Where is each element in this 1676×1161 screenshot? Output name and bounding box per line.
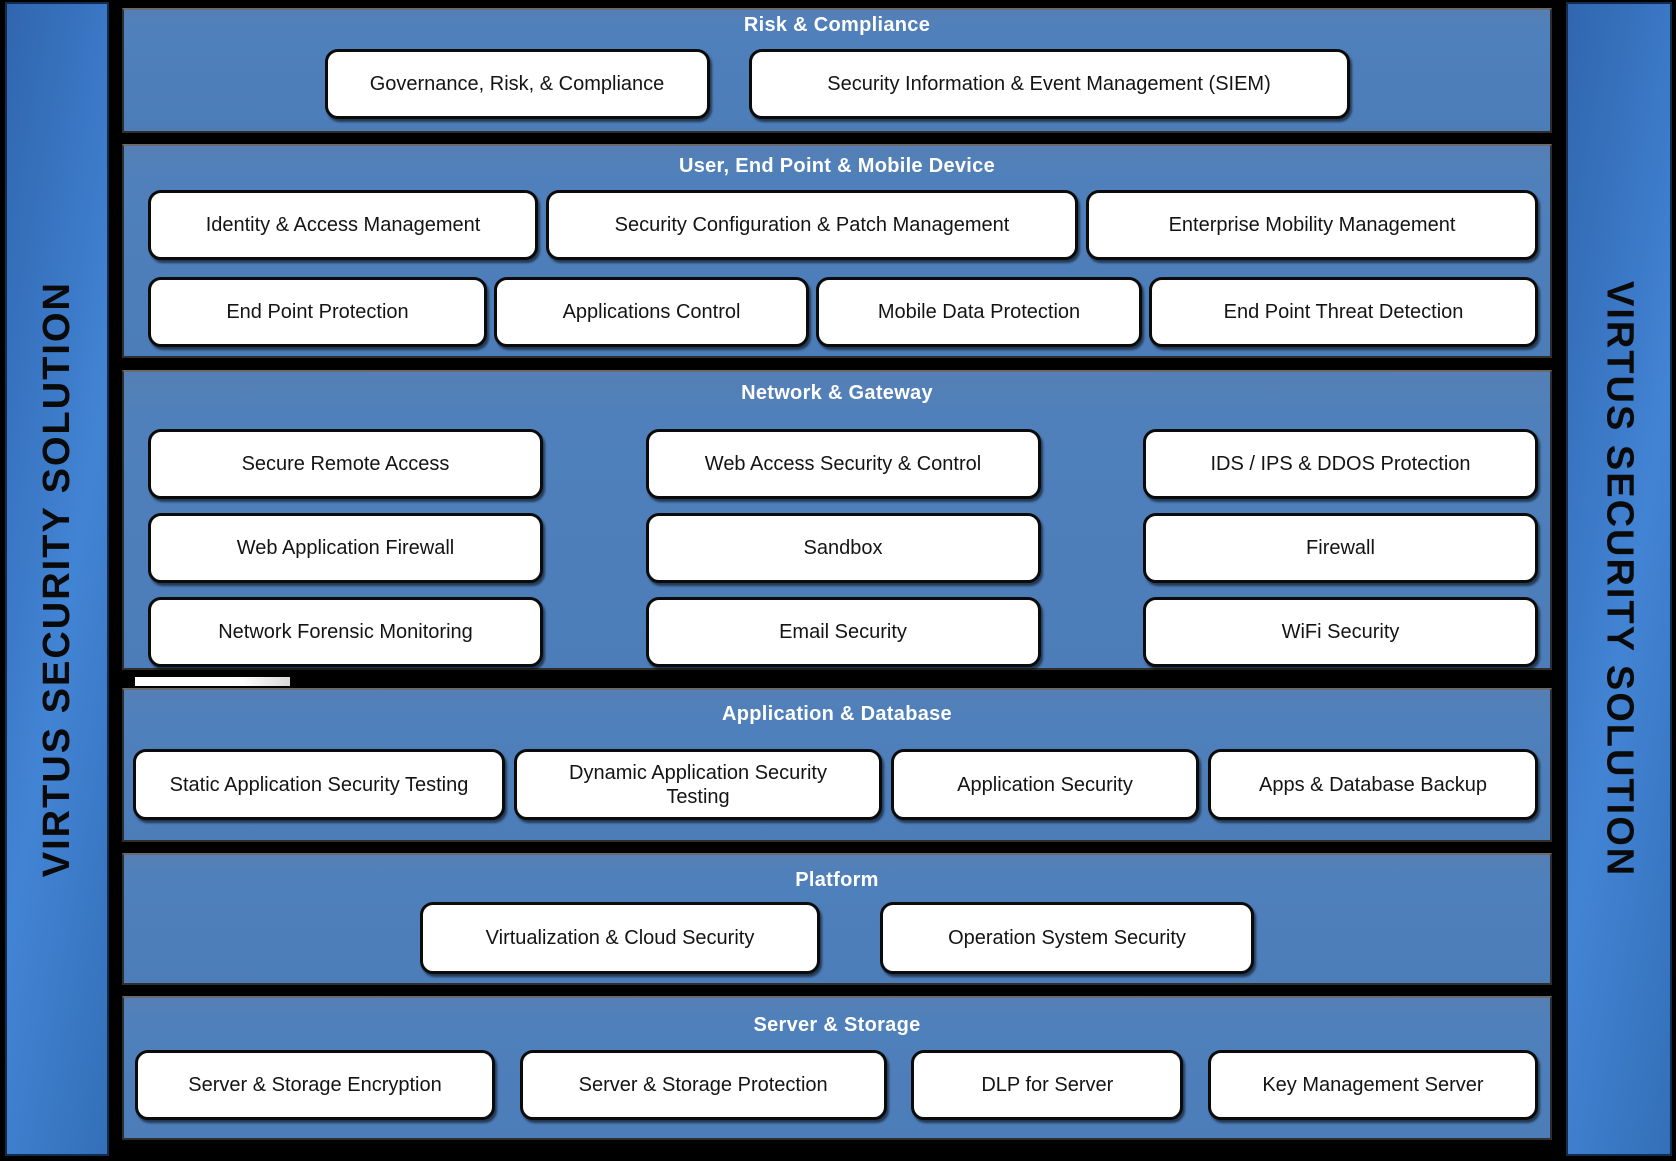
box-firewall: Firewall <box>1143 513 1538 583</box>
box-key-management-server: Key Management Server <box>1207 1050 1538 1120</box>
box-web-access-security-control: Web Access Security & Control <box>645 429 1041 499</box>
band-row: Network Forensic Monitoring Email Securi… <box>148 597 1538 667</box>
band-title: User, End Point & Mobile Device <box>678 155 996 177</box>
box-siem: Security Information & Event Management … <box>748 49 1350 119</box>
box-security-configuration-patch-management: Security Configuration & Patch Managemen… <box>546 190 1078 260</box>
band-row: Governance, Risk, & Compliance Security … <box>124 49 1550 119</box>
band-row: Virtualization & Cloud Security Operatio… <box>124 902 1550 974</box>
box-dlp-for-server: DLP for Server <box>911 1050 1184 1120</box>
band-title: Network & Gateway <box>741 382 933 404</box>
band-network-gateway: Network & Gateway Secure Remote Access W… <box>122 370 1552 670</box>
box-server-storage-protection: Server & Storage Protection <box>519 1050 887 1120</box>
box-enterprise-mobility-management: Enterprise Mobility Management <box>1086 190 1538 260</box>
box-identity-access-management: Identity & Access Management <box>148 190 538 260</box>
band-row: Identity & Access Management Security Co… <box>148 190 1538 260</box>
band-title: Server & Storage <box>753 1014 921 1036</box>
band-platform: Platform Virtualization & Cloud Security… <box>122 853 1552 985</box>
box-web-application-firewall: Web Application Firewall <box>148 513 543 583</box>
box-virtualization-cloud-security: Virtualization & Cloud Security <box>420 902 820 974</box>
band-row: End Point Protection Applications Contro… <box>148 277 1538 347</box>
box-apps-database-backup: Apps & Database Backup <box>1208 749 1538 820</box>
band-row: Web Application Firewall Sandbox Firewal… <box>148 513 1538 583</box>
band-title: Risk & Compliance <box>743 14 931 36</box>
band-application-database: Application & Database Static Applicatio… <box>122 688 1552 842</box>
box-dynamic-application-security-testing: Dynamic Application Security Testing <box>514 749 882 820</box>
stray-white-strip <box>135 677 290 686</box>
box-application-security: Application Security <box>891 749 1199 820</box>
band-risk-compliance: Risk & Compliance Governance, Risk, & Co… <box>122 8 1552 133</box>
box-end-point-protection: End Point Protection <box>148 277 487 347</box>
box-governance-risk-compliance: Governance, Risk, & Compliance <box>324 49 710 119</box>
box-wifi-security: WiFi Security <box>1143 597 1538 667</box>
box-sandbox: Sandbox <box>645 513 1041 583</box>
box-operation-system-security: Operation System Security <box>880 902 1254 974</box>
box-email-security: Email Security <box>645 597 1041 667</box>
band-title: Application & Database <box>722 703 952 725</box>
band-row: Secure Remote Access Web Access Security… <box>148 429 1538 499</box>
band-user-endpoint-mobile: User, End Point & Mobile Device Identity… <box>122 144 1552 358</box>
box-end-point-threat-detection: End Point Threat Detection <box>1149 277 1538 347</box>
right-banner-text: VIRTUS SECURITY SOLUTION <box>1598 280 1641 878</box>
box-server-storage-encryption: Server & Storage Encryption <box>135 1050 495 1120</box>
box-mobile-data-protection: Mobile Data Protection <box>816 277 1142 347</box>
band-row: Static Application Security Testing Dyna… <box>133 749 1538 820</box>
band-server-storage: Server & Storage Server & Storage Encryp… <box>122 996 1552 1140</box>
right-banner: VIRTUS SECURITY SOLUTION <box>1566 2 1672 1156</box>
box-ids-ips-ddos-protection: IDS / IPS & DDOS Protection <box>1143 429 1538 499</box>
band-row: Server & Storage Encryption Server & Sto… <box>135 1050 1538 1120</box>
box-network-forensic-monitoring: Network Forensic Monitoring <box>148 597 543 667</box>
band-title: Platform <box>795 869 879 891</box>
box-secure-remote-access: Secure Remote Access <box>148 429 543 499</box>
left-banner: VIRTUS SECURITY SOLUTION <box>5 2 109 1156</box>
left-banner-text: VIRTUS SECURITY SOLUTION <box>35 280 78 878</box>
box-static-application-security-testing: Static Application Security Testing <box>133 749 505 820</box>
box-applications-control: Applications Control <box>494 277 809 347</box>
